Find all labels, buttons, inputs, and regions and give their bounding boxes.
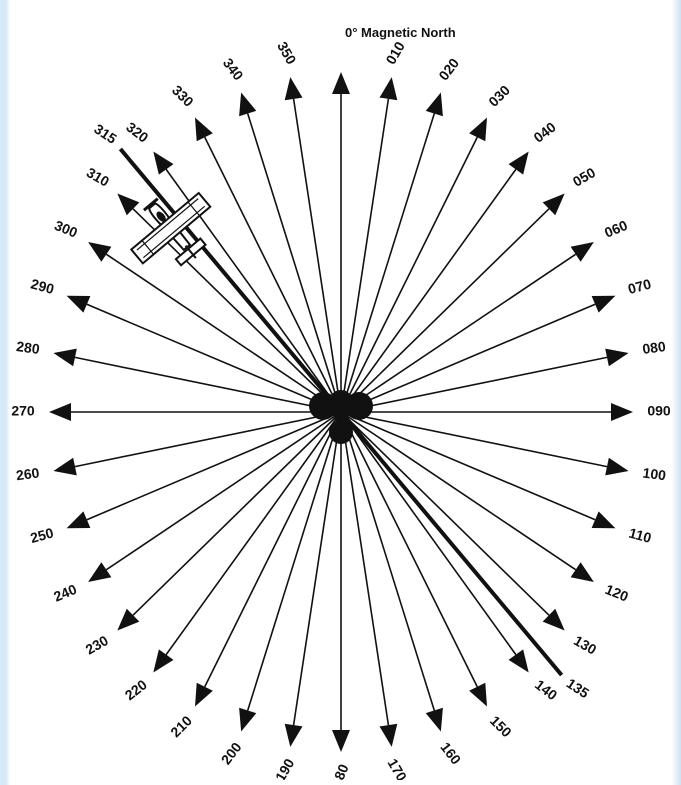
- heading-spoke-110-arrowhead: [592, 511, 616, 528]
- heading-spoke-000-arrowhead: [332, 72, 350, 94]
- heading-label-350: 350: [274, 39, 300, 67]
- heading-spoke-190-arrowhead: [285, 724, 303, 747]
- heading-spoke-150-arrowhead: [469, 683, 487, 707]
- heading-spoke-200-arrowhead: [239, 708, 256, 732]
- heading-spoke-170-arrowhead: [380, 724, 398, 747]
- heading-label-290: 290: [29, 276, 56, 298]
- heading-spoke-250-arrowhead: [67, 511, 91, 528]
- heading-label-080: 080: [641, 338, 666, 357]
- heading-label-340: 340: [220, 55, 247, 83]
- heading-label-180: 180: [328, 761, 352, 780]
- heading-label-150: 150: [487, 712, 515, 740]
- heading-label-220: 220: [122, 676, 150, 703]
- heading-spoke-260-arrowhead: [53, 458, 76, 476]
- heading-spoke-210-arrowhead: [195, 683, 213, 707]
- heading-spoke-090-arrowhead: [611, 403, 633, 421]
- heading-label-090: 090: [647, 403, 671, 419]
- heading-spoke-080-arrowhead: [605, 349, 628, 367]
- heading-spoke-180-arrowhead: [332, 730, 350, 752]
- heading-spoke-280-arrowhead: [53, 349, 76, 367]
- track-label-315: 315: [91, 121, 119, 147]
- airplane-icon: [117, 176, 229, 286]
- heading-label-160: 160: [437, 739, 464, 767]
- heading-label-320: 320: [123, 119, 151, 146]
- heading-spoke-040-arrowhead: [509, 152, 529, 175]
- heading-label-030: 030: [485, 82, 513, 110]
- heading-label-010: 010: [382, 39, 408, 67]
- heading-label-140: 140: [532, 676, 560, 703]
- heading-label-200: 200: [218, 739, 245, 767]
- heading-label-210: 210: [167, 712, 195, 740]
- heading-spoke-240-arrowhead: [88, 562, 111, 582]
- heading-spoke-340-arrowhead: [239, 93, 256, 117]
- heading-spoke-140-arrowhead: [509, 649, 529, 672]
- heading-label-100: 100: [642, 464, 667, 483]
- heading-label-310: 310: [84, 164, 112, 190]
- hub-blob: [329, 390, 353, 414]
- heading-spoke-290-arrowhead: [67, 296, 91, 313]
- heading-spoke-030-arrowhead: [469, 118, 487, 142]
- heading-spoke-020-arrowhead: [426, 93, 443, 117]
- heading-label-040: 040: [530, 119, 558, 146]
- heading-label-240: 240: [51, 581, 79, 605]
- magnetic-north-label: 0° Magnetic North: [345, 25, 456, 40]
- heading-label-230: 230: [83, 632, 111, 658]
- heading-label-170: 170: [385, 756, 411, 780]
- heading-spoke-010-arrowhead: [380, 77, 398, 100]
- heading-label-280: 280: [15, 338, 40, 357]
- heading-spoke-300-arrowhead: [88, 242, 111, 262]
- heading-label-110: 110: [627, 525, 653, 546]
- heading-label-260: 260: [15, 464, 40, 483]
- hub-blob: [329, 420, 353, 444]
- heading-label-250: 250: [28, 524, 55, 546]
- heading-label-330: 330: [169, 82, 197, 110]
- heading-spoke-120-arrowhead: [571, 562, 594, 582]
- track-label-135: 135: [564, 675, 592, 701]
- heading-spoke-060-arrowhead: [571, 242, 594, 262]
- heading-label-130: 130: [571, 632, 599, 658]
- heading-spoke-330-arrowhead: [195, 118, 213, 142]
- heading-label-300: 300: [52, 217, 80, 241]
- heading-spoke-320-arrowhead: [153, 152, 173, 175]
- heading-label-190: 190: [272, 756, 298, 780]
- heading-label-120: 120: [603, 581, 631, 605]
- heading-spoke-160-arrowhead: [426, 708, 443, 732]
- heading-spoke-350-arrowhead: [285, 77, 303, 100]
- heading-spoke-070-arrowhead: [592, 296, 616, 313]
- heading-label-270: 270: [11, 403, 35, 419]
- heading-spoke-270-arrowhead: [49, 403, 71, 421]
- heading-label-070: 070: [626, 275, 653, 297]
- heading-label-060: 060: [602, 217, 630, 241]
- heading-label-050: 050: [570, 164, 598, 190]
- heading-label-020: 020: [435, 55, 462, 83]
- heading-spoke-220-arrowhead: [153, 649, 173, 672]
- heading-spoke-100-arrowhead: [605, 458, 628, 476]
